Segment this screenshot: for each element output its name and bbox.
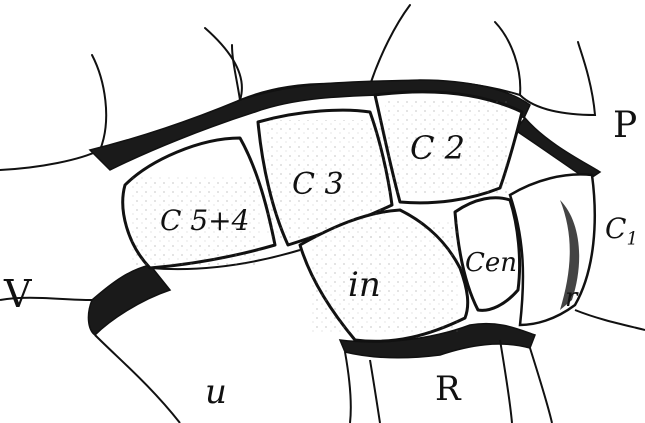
label-cen: Cen [465, 250, 517, 276]
label-p: P [613, 108, 637, 144]
label-c2: C 2 [410, 132, 465, 164]
label-c1-letter: C [605, 212, 626, 245]
label-r: r [565, 285, 577, 311]
label-u: u [205, 375, 227, 409]
label-c3: C 3 [292, 170, 344, 200]
label-v: V [4, 275, 31, 313]
label-in: in [348, 268, 381, 302]
label-c5-4: C 5+4 [160, 207, 249, 235]
label-c1: C1 [605, 215, 638, 249]
label-c1-subscript: 1 [626, 229, 637, 250]
label-big-r: R [435, 372, 461, 406]
cell-c1 [510, 174, 595, 325]
